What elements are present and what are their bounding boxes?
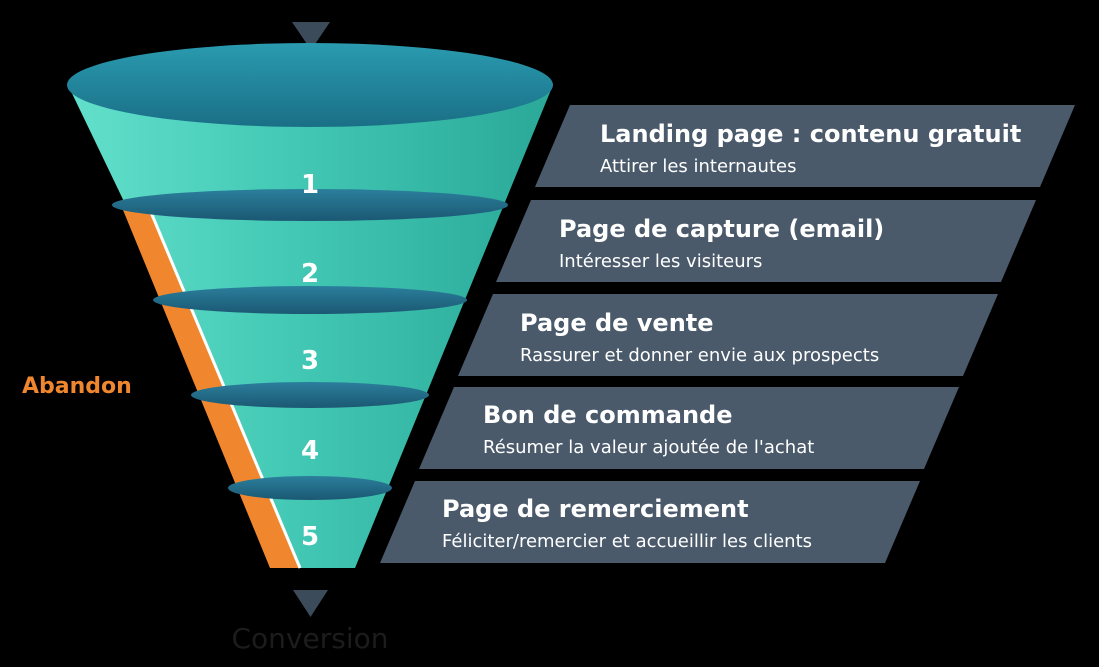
conversion-label: Conversion — [232, 622, 389, 655]
funnel-rim — [67, 43, 553, 127]
stage-panel-4-subtitle: Résumer la valeur ajoutée de l'achat — [483, 437, 814, 458]
stage-panel-3-bg — [458, 294, 998, 376]
stage-panel-2-title: Page de capture (email) — [559, 215, 884, 243]
stage-panel-2-bg — [496, 200, 1036, 282]
funnel-body — [67, 43, 553, 569]
stage-panel-1-subtitle: Attirer les internautes — [600, 156, 796, 177]
stage-panel-3-subtitle: Rassurer et donner envie aux prospects — [520, 345, 879, 366]
stage-panel-5: Page de remerciement Féliciter/remercier… — [380, 481, 920, 563]
funnel-ring-1 — [112, 189, 508, 221]
stage-panel-1-bg — [535, 105, 1075, 187]
funnel-ring-2 — [153, 286, 467, 314]
stage-panel-2-subtitle: Intéresser les visiteurs — [559, 251, 762, 272]
stage-panel-1-title: Landing page : contenu gratuit — [600, 120, 1021, 148]
bottom-arrow-icon — [293, 590, 328, 617]
stage-number-1: 1 — [301, 170, 319, 200]
stage-panel-3: Page de vente Rassurer et donner envie a… — [458, 294, 998, 376]
funnel-ring-3 — [191, 382, 429, 408]
stage-number-3: 3 — [301, 346, 319, 376]
stage-panel-2: Page de capture (email) Intéresser les v… — [496, 200, 1036, 282]
abandon-label: Abandon — [22, 374, 132, 399]
top-arrow-icon — [292, 22, 330, 50]
stage-panel-5-subtitle: Féliciter/remercier et accueillir les cl… — [442, 531, 812, 552]
stage-panel-4-bg — [419, 387, 959, 469]
stage-panel-3-title: Page de vente — [520, 309, 714, 337]
funnel-ring-4 — [228, 476, 392, 500]
stage-panel-5-title: Page de remerciement — [442, 495, 749, 523]
stage-number-5: 5 — [301, 522, 319, 552]
stage-panel-1: Landing page : contenu gratuit Attirer l… — [535, 105, 1075, 187]
stage-panel-4-title: Bon de commande — [483, 401, 733, 429]
stage-number-2: 2 — [301, 259, 319, 289]
stage-number-4: 4 — [301, 436, 319, 466]
stage-panel-4: Bon de commande Résumer la valeur ajouté… — [419, 387, 959, 469]
stage-panel-5-bg — [380, 481, 920, 563]
